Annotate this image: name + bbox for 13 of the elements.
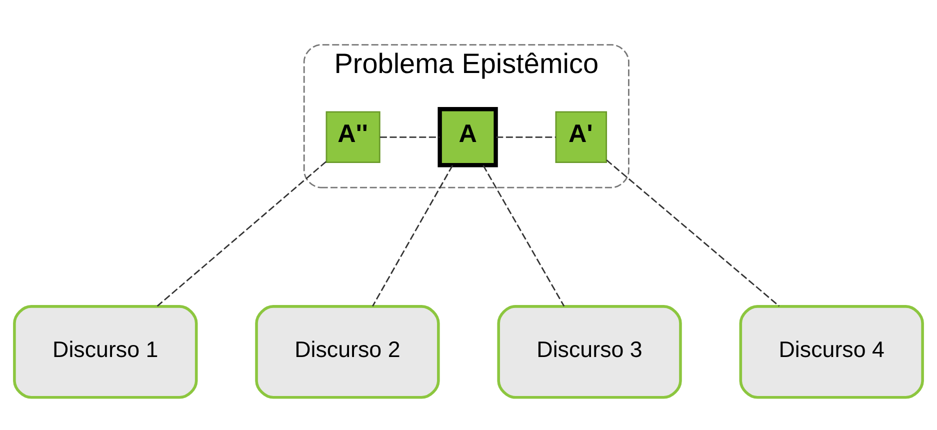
node-box: A''	[326, 110, 380, 163]
node-box: Discurso 3	[497, 304, 682, 398]
node-box: Discurso 4	[739, 304, 924, 398]
connector	[482, 164, 565, 306]
node-box: Discurso 2	[255, 304, 440, 398]
connector	[606, 159, 780, 306]
node-box: A	[438, 106, 498, 167]
connector	[372, 164, 454, 306]
node-box: Discurso 1	[13, 304, 198, 398]
connector	[380, 136, 440, 138]
connector	[496, 136, 556, 138]
connector	[156, 160, 327, 306]
node-box: A'	[555, 110, 608, 163]
